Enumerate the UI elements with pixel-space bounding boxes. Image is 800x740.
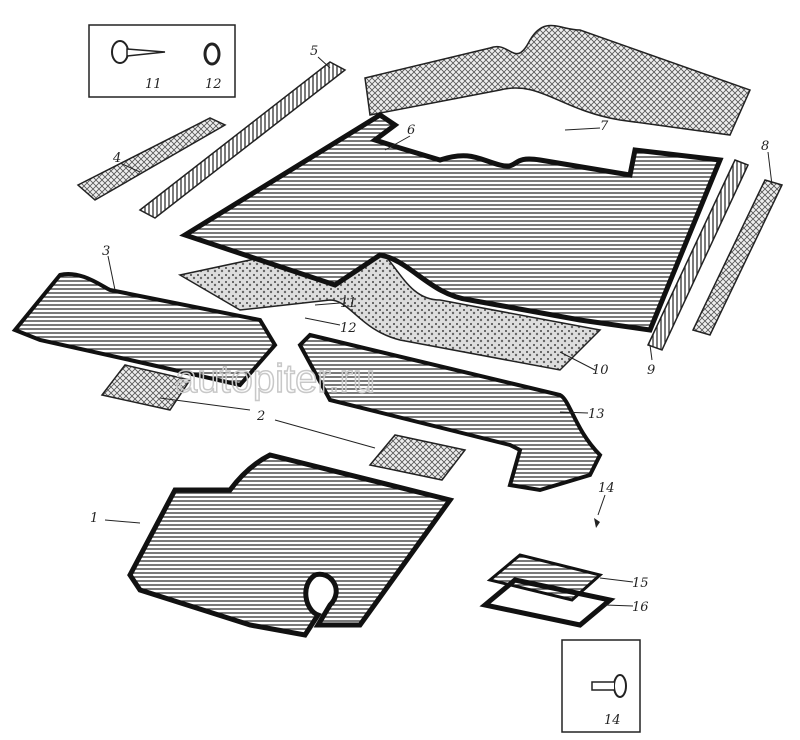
label-6: 6 xyxy=(407,123,415,138)
label-3: 3 xyxy=(102,244,110,259)
label-2: 2 xyxy=(256,409,265,424)
self-tapping-screw-icon xyxy=(111,40,166,64)
washer-icon xyxy=(203,42,221,66)
label-11b: 11 xyxy=(340,296,357,311)
label-13: 13 xyxy=(588,407,605,422)
label-8: 8 xyxy=(761,139,769,154)
label-11a: 11 xyxy=(145,77,162,92)
part-9-strip xyxy=(646,159,750,351)
part-2-pad-right xyxy=(368,434,467,481)
part-16-gasket xyxy=(479,577,616,628)
part-6-front-carpet xyxy=(179,112,724,333)
part-7-mat xyxy=(364,24,752,136)
screw-14-small xyxy=(594,518,600,528)
label-12a: 12 xyxy=(205,77,222,92)
label-4: 4 xyxy=(112,151,121,166)
part-8-bracket xyxy=(691,179,784,336)
label-9: 9 xyxy=(647,363,655,378)
part-1-floor-mat xyxy=(127,452,455,638)
inset-box-screw xyxy=(561,639,641,733)
label-10: 10 xyxy=(592,363,609,378)
screw-icon xyxy=(591,674,627,698)
label-14a: 14 xyxy=(598,481,615,496)
part-4-bracket xyxy=(76,117,227,201)
label-12b: 12 xyxy=(340,321,357,336)
label-1: 1 xyxy=(90,511,98,526)
inset-box-fasteners xyxy=(88,24,236,98)
part-13-tunnel-carpet xyxy=(297,332,603,493)
label-14b: 14 xyxy=(604,713,621,728)
label-16: 16 xyxy=(632,600,649,615)
label-5: 5 xyxy=(310,44,318,59)
label-7: 7 xyxy=(600,119,609,134)
leader-lines xyxy=(104,56,773,607)
watermark: autopiter.ru xyxy=(175,357,375,401)
part-5-strip xyxy=(138,61,347,219)
label-15: 15 xyxy=(632,576,649,591)
part-3-rear-carpet xyxy=(11,272,278,388)
part-15-cover xyxy=(486,553,604,602)
